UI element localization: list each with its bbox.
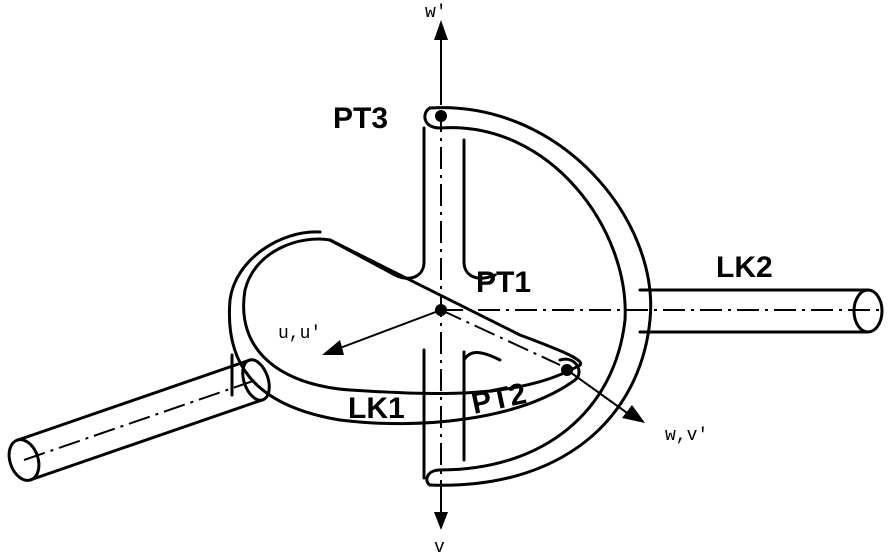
v-label: v [434,538,445,555]
pt2-label: PT2 [469,377,530,421]
pt1-label: PT1 [476,266,531,299]
pt2-dot [561,364,573,376]
left-shaft [7,358,271,482]
pt1-dot [435,304,447,316]
u-u-prime-axis [322,309,442,355]
pt3-dot [435,110,447,122]
v-axis [434,488,448,530]
central-post [328,126,497,480]
w-v-prime-label: w,v' [665,426,708,446]
lk2-label: LK2 [716,251,773,284]
w-prime-axis [434,20,448,105]
w-v-prime-axis [440,309,645,423]
w-prime-label: w' [425,3,447,23]
pt3-label: PT3 [333,102,388,135]
u-u-prime-label: u,u' [278,324,321,344]
vertical-half-ring [423,106,653,487]
horizontal-half-ring [227,230,583,426]
pt2-bracket [462,351,581,382]
right-shaft [441,288,884,334]
lk1-label: LK1 [348,392,405,425]
